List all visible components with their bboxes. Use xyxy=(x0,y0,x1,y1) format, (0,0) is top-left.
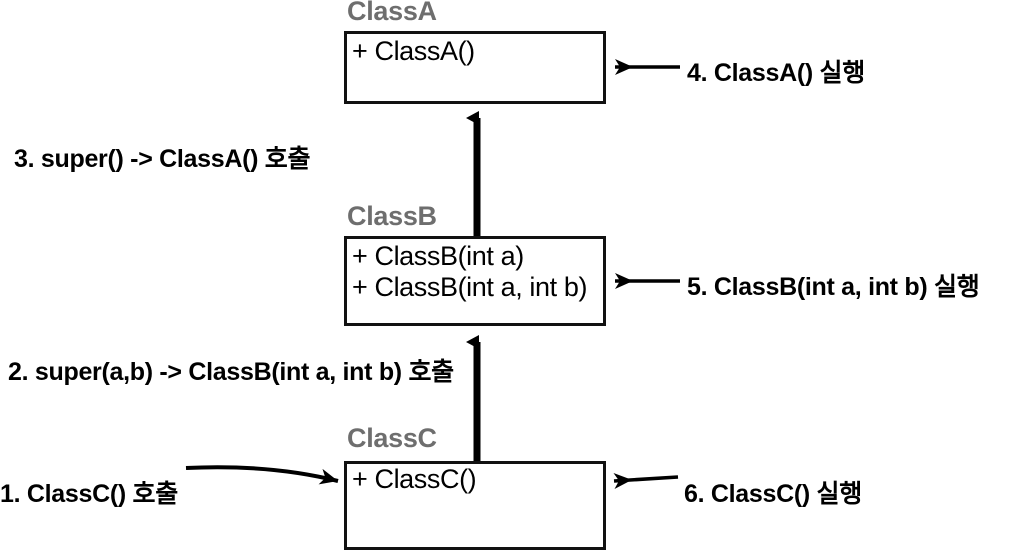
class-box-classb[interactable] xyxy=(344,236,606,326)
member-list-classc: + ClassC() xyxy=(352,464,477,495)
member-list-classb: + ClassB(int a) + ClassB(int a, int b) xyxy=(352,241,587,303)
class-label-classb: ClassB xyxy=(347,201,437,231)
annotation-label-3: 3. super() -> ClassA() 호출 xyxy=(14,145,311,173)
member-classc-0: + ClassC() xyxy=(352,464,477,494)
class-label-classa: ClassA xyxy=(347,0,437,26)
class-box-classa[interactable] xyxy=(344,31,606,104)
annotation-arrow-1 xyxy=(185,465,339,485)
member-classb-0: + ClassB(int a) xyxy=(352,241,524,271)
annotation-label-5: 5. ClassB(int a, int b) 실행 xyxy=(687,273,980,301)
annotation-arrow-6 xyxy=(613,473,679,489)
annotation-label-2: 2. super(a,b) -> ClassB(int a, int b) 호출 xyxy=(8,358,454,386)
class-label-classc: ClassC xyxy=(347,423,437,453)
member-classa-0: + ClassA() xyxy=(352,36,475,66)
annotation-label-1: 1. ClassC() 호출 xyxy=(0,480,178,508)
member-list-classa: + ClassA() xyxy=(352,36,475,67)
annotation-label-4: 4. ClassA() 실행 xyxy=(687,59,865,87)
annotation-label-6: 6. ClassC() 실행 xyxy=(684,480,862,508)
member-classb-1: + ClassB(int a, int b) xyxy=(352,272,588,302)
class-box-classc[interactable] xyxy=(344,461,606,550)
